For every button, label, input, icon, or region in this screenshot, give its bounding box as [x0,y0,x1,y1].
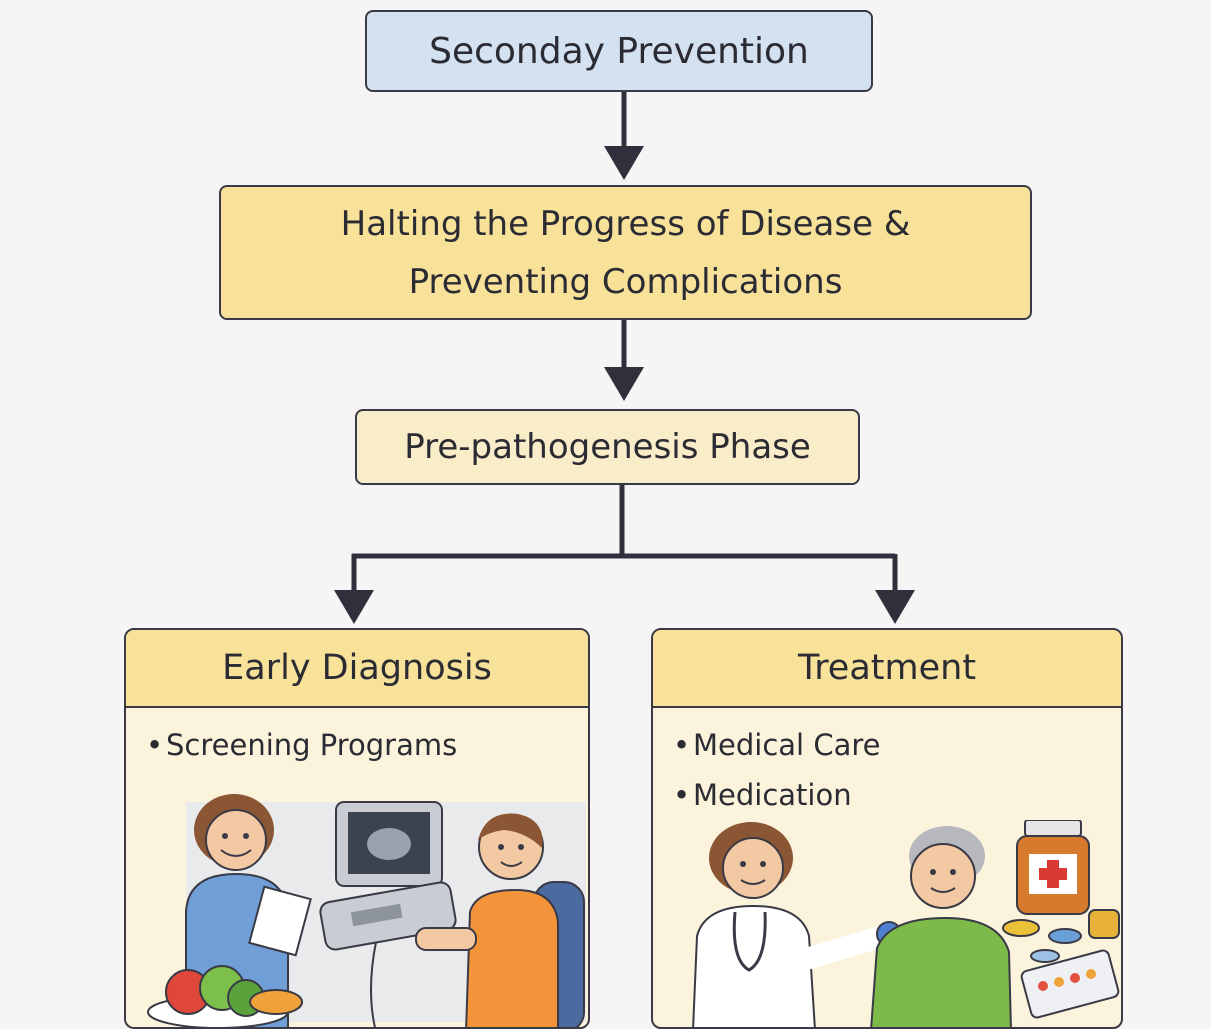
medication-label: Medication [693,778,852,812]
secondary-prevention-label: Seconday Prevention [429,30,809,72]
treatment-panel: Treatment •Medical Care •Medication [651,628,1123,1029]
arrowhead-mid [604,146,644,180]
treatment-list: •Medical Care •Medication [653,708,1121,820]
blister-pack-icon [1020,949,1120,1019]
doctor-figure [692,822,902,1027]
early-diagnosis-title: Early Diagnosis [222,648,492,688]
pills-icon [1002,909,1120,963]
medicine-bottle-icon [1016,820,1090,915]
halting-progress-line2: Preventing Complications [408,261,843,302]
treatment-title: Treatment [797,648,977,688]
early-diagnosis-list: •Screening Programs [126,708,588,770]
secondary-prevention-box: Seconday Prevention [365,10,873,92]
early-diagnosis-header: Early Diagnosis [126,630,588,708]
list-item: •Screening Programs [146,720,588,770]
treatment-header: Treatment [653,630,1121,708]
bullet-icon: • [146,728,164,762]
arrowhead-phase [604,367,644,401]
medical-care-label: Medical Care [693,728,881,762]
arrowhead-left [334,590,374,624]
patient-figure [415,813,585,1027]
bullet-icon: • [673,728,691,762]
screening-programs-label: Screening Programs [166,728,458,762]
stethoscope-icon [732,911,767,972]
early-diagnosis-panel: Early Diagnosis •Screening Programs [124,628,590,1029]
bullet-icon: • [673,778,691,812]
halting-progress-line1: Halting the Progress of Disease & [340,203,911,244]
screening-illustration [147,794,586,1027]
list-item: •Medical Care [673,720,1121,770]
phase-box: Pre-pathogenesis Phase [355,409,860,485]
patient-figure [870,826,1012,1027]
clipboard-icon [248,885,312,957]
phase-label: Pre-pathogenesis Phase [404,427,811,467]
fruit-plate-icon [147,965,303,1027]
arrowhead-right [875,590,915,624]
treatment-illustration [692,820,1120,1027]
list-item: •Medication [673,770,1121,820]
halting-progress-box: Halting the Progress of Disease & Preven… [219,185,1032,320]
